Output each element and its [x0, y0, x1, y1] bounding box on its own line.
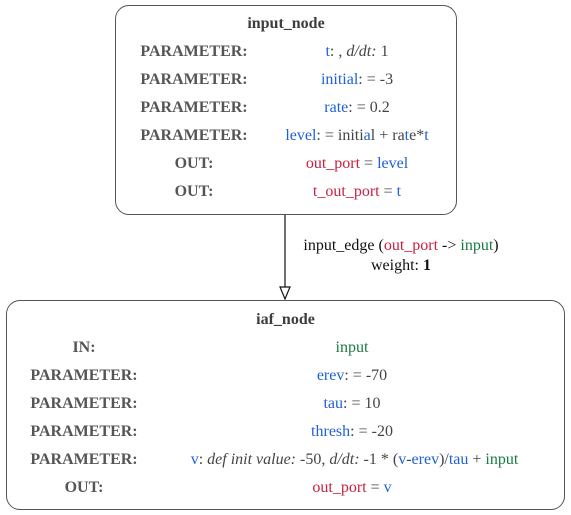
param-v-deriv: d/dt: [329, 451, 360, 468]
iaf-out-port-target: v [383, 479, 392, 496]
param-t-deriv-val: 1 [376, 43, 389, 60]
t-out-port-name: t_out_port [312, 183, 380, 200]
iaf-node-kw-3: PARAMETER: [30, 395, 138, 412]
param-v-init-val: -50, [296, 451, 330, 468]
param-level-e4: t [404, 127, 410, 144]
param-initial-rest: : = -3 [358, 71, 394, 88]
param-tau-rest: : = 10 [343, 395, 381, 412]
param-v-name: v [190, 451, 199, 468]
input-node-kw-3: PARAMETER: [140, 99, 248, 116]
param-v-expr-c: - [406, 451, 412, 468]
param-erev-rest: : = -70 [344, 367, 388, 384]
iaf-node-box[interactable] [6, 300, 565, 510]
param-level-name: level [285, 127, 317, 144]
param-v-expr-h: input [485, 451, 519, 468]
t-out-port-eq: = [379, 183, 397, 200]
param-level-e1: initi [337, 127, 364, 144]
iaf-out-port-eq: = [366, 479, 384, 496]
param-erev-name: erev [316, 367, 345, 384]
out-port-target: level [377, 155, 409, 172]
input-node-kw-2: PARAMETER: [140, 71, 248, 88]
iaf-node-param-thresh: thresh: = -20 [152, 422, 552, 442]
input-node-kw-4: PARAMETER: [140, 127, 248, 144]
input-node-kw-5: OUT: [174, 155, 214, 172]
param-level-e2: a [363, 127, 371, 144]
t-out-port-target: t [396, 183, 402, 200]
param-initial-name: initial [320, 71, 359, 88]
iaf-node-param-v: v: def init value: -50, d/dt: -1 * (v-er… [152, 450, 557, 470]
input-node-out-port: out_port = level [262, 154, 452, 174]
input-node-param-initial: initial: = -3 [262, 70, 452, 90]
param-t-sep: : , [329, 43, 347, 60]
input-node-param-level: level: = initial + rate*t [262, 126, 452, 146]
param-thresh-name: thresh [311, 423, 351, 440]
iaf-node-param-tau: tau: = 10 [152, 394, 552, 414]
param-rate-name: rate [324, 99, 349, 116]
input-node-param-rate: rate: = 0.2 [262, 98, 452, 118]
input-node-param-t: t: , d/dt: 1 [262, 42, 452, 62]
edge-from: out_port [383, 237, 439, 254]
param-tau-name: tau [323, 395, 344, 412]
iaf-node-kw-6: OUT: [64, 479, 104, 496]
param-v-init-label: def init value: [207, 451, 296, 468]
edge-weight-value: 1 [423, 257, 431, 274]
iaf-node-kw-4: PARAMETER: [30, 423, 138, 440]
edge-label: input_edge (out_port -> input) [283, 236, 519, 256]
iaf-node-kw-5: PARAMETER: [30, 451, 138, 468]
param-level-e3: l + ra [370, 127, 405, 144]
param-v-expr-b: v [398, 451, 407, 468]
iaf-node-kw-2: PARAMETER: [30, 367, 138, 384]
param-level-e6: t [424, 127, 429, 144]
iaf-node-title: iaf_node [256, 311, 315, 328]
param-v-expr-a: -1 * ( [359, 451, 399, 468]
param-t-deriv: d/dt: [346, 43, 377, 60]
param-v-sep: : [198, 451, 208, 468]
input-node-title: input_node [247, 15, 325, 32]
iaf-node-in-input: input [152, 338, 552, 358]
out-port-name: out_port [305, 155, 361, 172]
out-port-eq: = [360, 155, 378, 172]
edge-suffix: ) [493, 237, 499, 254]
param-v-expr-e: )/ [439, 451, 449, 468]
iaf-node-param-erev: erev: = -70 [152, 366, 552, 386]
param-v-expr-g: + [468, 451, 486, 468]
input-node-kw-6: OUT: [174, 183, 214, 200]
param-level-rest: : = [316, 127, 338, 144]
iaf-node-out-port: out_port = v [152, 478, 552, 498]
param-v-expr-d: erev [411, 451, 440, 468]
edge-to: input [460, 237, 494, 254]
iaf-node-kw-1: IN: [72, 339, 96, 356]
input-node-box[interactable] [115, 5, 457, 215]
param-level-e5: e* [409, 127, 425, 144]
edge-arrowhead [279, 286, 291, 301]
edge-weight-label: weight: [371, 257, 423, 274]
edge-weight: weight: 1 [283, 256, 519, 276]
input-node-kw-1: PARAMETER: [140, 43, 248, 60]
param-rate-rest: : = 0.2 [348, 99, 390, 116]
param-t-name: t [325, 43, 330, 60]
iaf-out-port-name: out_port [312, 479, 367, 496]
edge-arrow: -> [438, 237, 461, 254]
param-thresh-rest: : = -20 [350, 423, 393, 440]
param-v-expr-f: tau [448, 451, 469, 468]
input-node-t-out-port: t_out_port = t [262, 182, 452, 202]
edge-prefix: input_edge ( [303, 237, 384, 254]
in-input-name: input [335, 339, 369, 356]
